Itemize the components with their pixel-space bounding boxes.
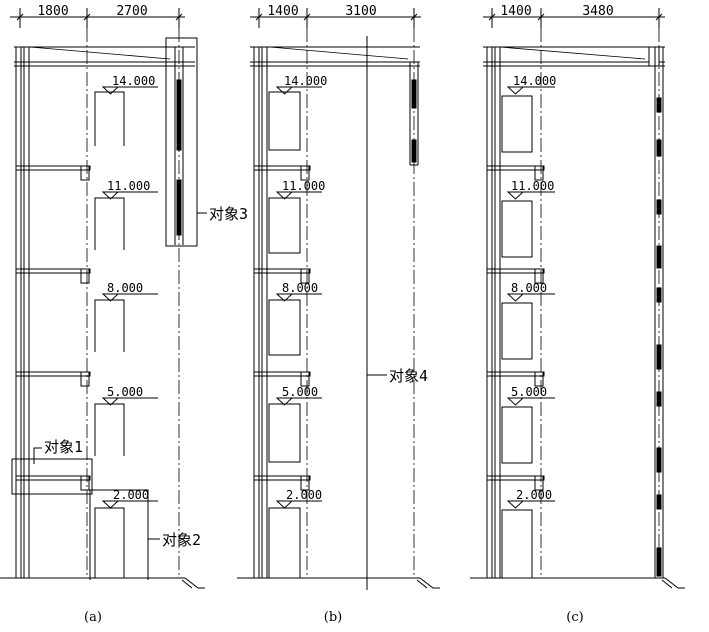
elevation-markers-b: [275, 86, 322, 509]
elevation-label-b-4: 5.000: [282, 385, 318, 399]
elevation-label-a-3: 8.000: [107, 281, 143, 295]
elevation-label-c-5: 2.000: [516, 488, 552, 502]
openings-a: [94, 91, 125, 578]
callout-label-object3: 对象3: [209, 205, 248, 223]
openings-b: [268, 91, 301, 578]
elevation-label-b-2: 11.000: [282, 179, 325, 193]
elevation-label-b-1: 14.000: [284, 74, 327, 88]
dim-label-a-1: 1800: [37, 4, 68, 19]
roof-slab-c: [483, 46, 665, 67]
dim-label-c-2: 3480: [582, 4, 613, 19]
elevation-label-a-1: 14.000: [112, 74, 155, 88]
panel-b: 1400 3100: [237, 4, 440, 625]
left-wall-a: [15, 47, 30, 578]
elevation-markers-a: [101, 86, 158, 509]
right-wall-a: [174, 47, 184, 245]
caption-c: (c): [566, 610, 583, 625]
elevation-label-b-5: 2.000: [286, 488, 322, 502]
floor-slabs-b: [253, 165, 311, 491]
roof-slab-a: [14, 46, 195, 67]
right-wall-stub-b: [409, 62, 419, 166]
left-wall-c: [486, 47, 501, 578]
callout-box-object3: [165, 37, 198, 247]
elevation-label-c-3: 8.000: [511, 281, 547, 295]
callout-leader-object1: [33, 447, 42, 464]
dim-label-c-1: 1400: [500, 4, 531, 19]
floor-slabs-c: [486, 165, 545, 491]
panel-c: 1400 3480: [470, 4, 685, 625]
elevation-markers-c: [506, 86, 555, 509]
ground-line-c: [470, 577, 685, 589]
dim-label-b-2: 3100: [345, 4, 376, 19]
left-wall-b: [253, 47, 268, 578]
dimension-line-a: [10, 8, 185, 28]
ground-line-a: [0, 577, 205, 589]
roof-slab-b: [250, 46, 420, 67]
callout-frame-object2: [89, 489, 149, 580]
elevation-label-c-1: 14.000: [513, 74, 556, 88]
elevation-label-b-3: 8.000: [282, 281, 318, 295]
callout-label-object4: 对象4: [389, 367, 428, 385]
elevation-label-a-4: 5.000: [107, 385, 143, 399]
callout-box-object1: [11, 458, 93, 495]
elevation-label-a-2: 11.000: [107, 179, 150, 193]
elevation-label-c-4: 5.000: [511, 385, 547, 399]
caption-a: (a): [84, 610, 102, 625]
dim-label-a-2: 2700: [116, 4, 147, 19]
panel-a: 1800 2700: [0, 4, 248, 625]
right-wall-c: [654, 47, 664, 578]
dimension-line-c: [483, 8, 665, 28]
elevation-label-c-2: 11.000: [511, 179, 554, 193]
floor-slabs-a: [15, 165, 91, 491]
openings-c: [501, 95, 533, 578]
caption-b: (b): [324, 610, 342, 625]
callout-label-object2: 对象2: [162, 531, 201, 549]
dim-label-b-1: 1400: [267, 4, 298, 19]
callout-label-object1: 对象1: [44, 438, 83, 456]
dimension-line-b: [250, 8, 421, 28]
elevation-label-a-5: 2.000: [113, 488, 149, 502]
ground-line-b: [237, 577, 440, 589]
